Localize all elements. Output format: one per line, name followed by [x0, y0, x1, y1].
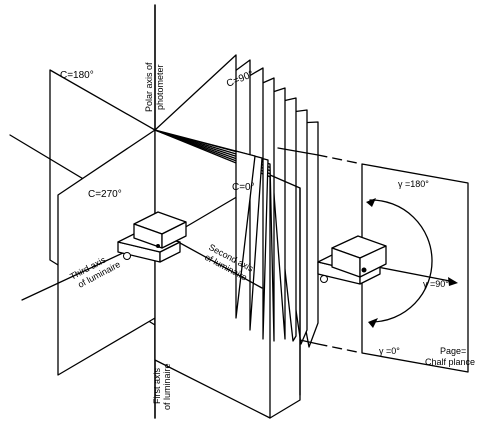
- gamma90-arrow: [448, 277, 458, 286]
- c180-label: C=180°: [60, 70, 94, 81]
- connector-top: [277, 147, 319, 156]
- c-plane-fan: [154, 54, 319, 348]
- gamma90-label: γ =90°: [423, 279, 449, 289]
- first-axis-label-1: First axis: [152, 368, 162, 405]
- third-axis-line: [21, 244, 141, 301]
- connector-bottom-dash: [317, 343, 363, 354]
- gamma180-label: γ =180°: [398, 179, 429, 189]
- gamma-arrow-bottom: [368, 318, 378, 328]
- polar-axis-label-1: Polar axis of: [144, 62, 154, 112]
- gamma-arc: [369, 199, 433, 323]
- connector-top-dash: [317, 154, 363, 165]
- connector-bottom: [299, 339, 319, 345]
- page-label-1: Page=: [440, 346, 466, 356]
- polar-axis-label-2: photometer: [155, 64, 165, 110]
- page-label-2: Chalf plance: [425, 357, 475, 367]
- luminaire-centre: [117, 211, 187, 263]
- gamma0-label: γ =0°: [379, 346, 400, 356]
- luminaire-page: [317, 235, 387, 285]
- c270-label: C=270°: [88, 189, 122, 200]
- gamma-arrow-top: [366, 198, 376, 207]
- c0-label: C=0°: [232, 182, 255, 193]
- first-axis-label-2: of luminaire: [162, 363, 172, 410]
